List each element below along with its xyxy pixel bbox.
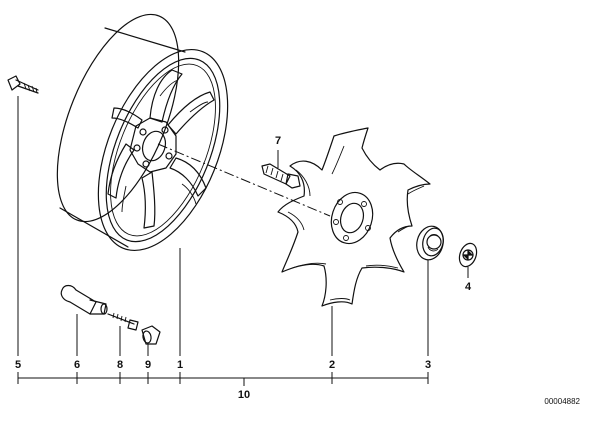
- callout-5: 5: [15, 359, 21, 371]
- trim-cover-center-hole: [339, 202, 365, 234]
- trim-cover-center-ring: [330, 191, 374, 245]
- wheel-rim-front-inner: [105, 57, 221, 243]
- callout-7: 7: [275, 135, 281, 147]
- callout-10: 10: [238, 389, 250, 401]
- assembly-axis-line: [157, 143, 331, 217]
- callout-8: 8: [117, 359, 123, 371]
- trim-cover-outline: [277, 127, 431, 307]
- valve-cap: [141, 325, 161, 345]
- diagram-reference-number: 00004882: [544, 397, 580, 406]
- callout-3: 3: [425, 359, 431, 371]
- wheel-rim-back-edge: [56, 13, 180, 223]
- leader-lines: [17, 96, 469, 386]
- emblem: [458, 242, 478, 268]
- wheel-spokes: [107, 69, 215, 229]
- callout-6: 6: [74, 359, 80, 371]
- callout-4: 4: [465, 281, 472, 293]
- callout-1: 1: [177, 359, 183, 371]
- callout-2: 2: [329, 359, 335, 371]
- wheel-bolt: [7, 75, 39, 94]
- lock-bolt: [261, 163, 301, 189]
- wheel-rim-front-outer: [97, 48, 229, 252]
- wheel-rim: [56, 13, 229, 252]
- valve-stem: [60, 284, 108, 315]
- valve-insert: [107, 312, 139, 331]
- wheel-rim-flange: [110, 63, 216, 237]
- hub-cap: [416, 225, 444, 261]
- wheel-hub: [129, 117, 177, 173]
- callouts: 5 6 8 9 1 2 3 4 7 10: [15, 135, 472, 401]
- wheel-rim-barrel-bottom: [59, 207, 129, 248]
- wheel-trim-cover: [277, 127, 431, 307]
- callout-9: 9: [145, 359, 151, 371]
- wheel-rim-barrel-top: [104, 27, 186, 53]
